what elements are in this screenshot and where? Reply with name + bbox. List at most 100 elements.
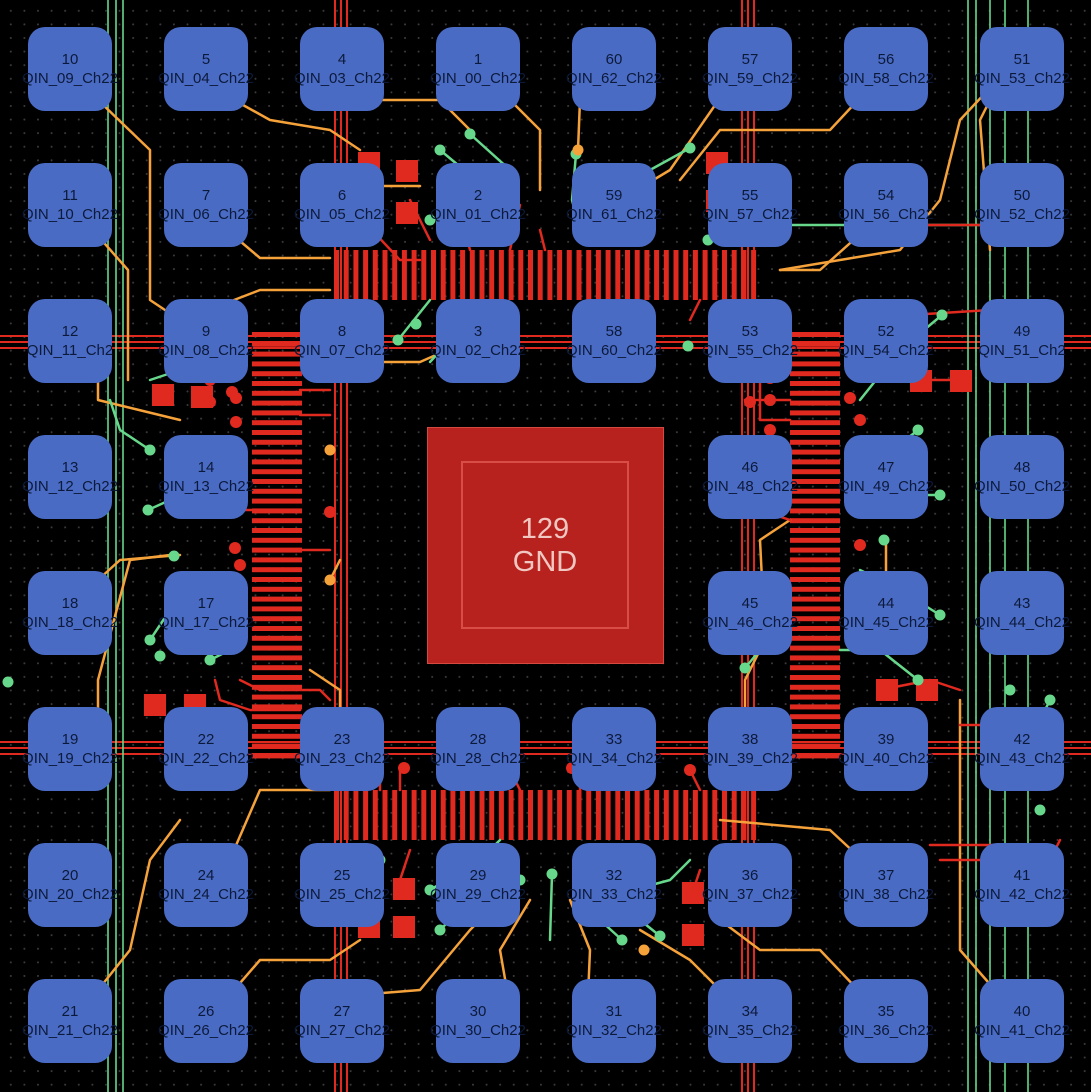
package-lead xyxy=(712,250,718,300)
orange-trace xyxy=(958,698,997,992)
pad-number: 44 xyxy=(877,595,895,612)
package-lead xyxy=(252,547,302,553)
smd-component xyxy=(916,679,938,701)
pad-net-name: QIN_24_Ch22 xyxy=(158,886,254,903)
via xyxy=(854,414,866,426)
package-lead xyxy=(252,488,302,494)
package-lead xyxy=(790,626,840,631)
package-lead xyxy=(741,250,747,300)
package-lead xyxy=(518,250,524,300)
package-lead xyxy=(790,332,840,337)
green-via xyxy=(684,142,696,154)
package-lead xyxy=(576,790,582,840)
via xyxy=(204,396,216,408)
pad-net-name: QIN_48_Ch22 xyxy=(702,478,798,495)
red-trace xyxy=(213,678,302,712)
package-lead xyxy=(252,684,302,690)
package-lead xyxy=(252,518,302,524)
pad-net-name: QIN_62_Ch22 xyxy=(566,70,662,87)
pad-net-name: QIN_43_Ch22 xyxy=(974,750,1070,767)
pad-number: 57 xyxy=(741,51,759,68)
pad-net-name: QIN_20_Ch22 xyxy=(22,886,118,903)
package-lead xyxy=(547,790,553,840)
package-lead xyxy=(790,724,840,729)
package-lead xyxy=(605,790,611,840)
package-lead xyxy=(790,606,840,612)
package-lead xyxy=(252,675,302,680)
via xyxy=(229,542,241,554)
pad-net-name: QIN_28_Ch22 xyxy=(430,750,526,767)
pad-number: 33 xyxy=(605,731,623,748)
pad-net-name: QIN_35_Ch22 xyxy=(702,1022,798,1039)
package-lead xyxy=(440,250,446,300)
pad-net-name: QIN_03_Ch22 xyxy=(294,70,390,87)
green-via xyxy=(682,340,694,352)
package-lead xyxy=(790,704,840,710)
gnd-thermal-pad[interactable] xyxy=(427,427,664,664)
pad-net-name: QIN_60_Ch22 xyxy=(566,342,662,359)
pad-net-name: QIN_40_Ch22 xyxy=(838,750,934,767)
package-lead xyxy=(790,694,840,700)
package-lead xyxy=(421,790,427,840)
smd-component xyxy=(144,694,166,716)
